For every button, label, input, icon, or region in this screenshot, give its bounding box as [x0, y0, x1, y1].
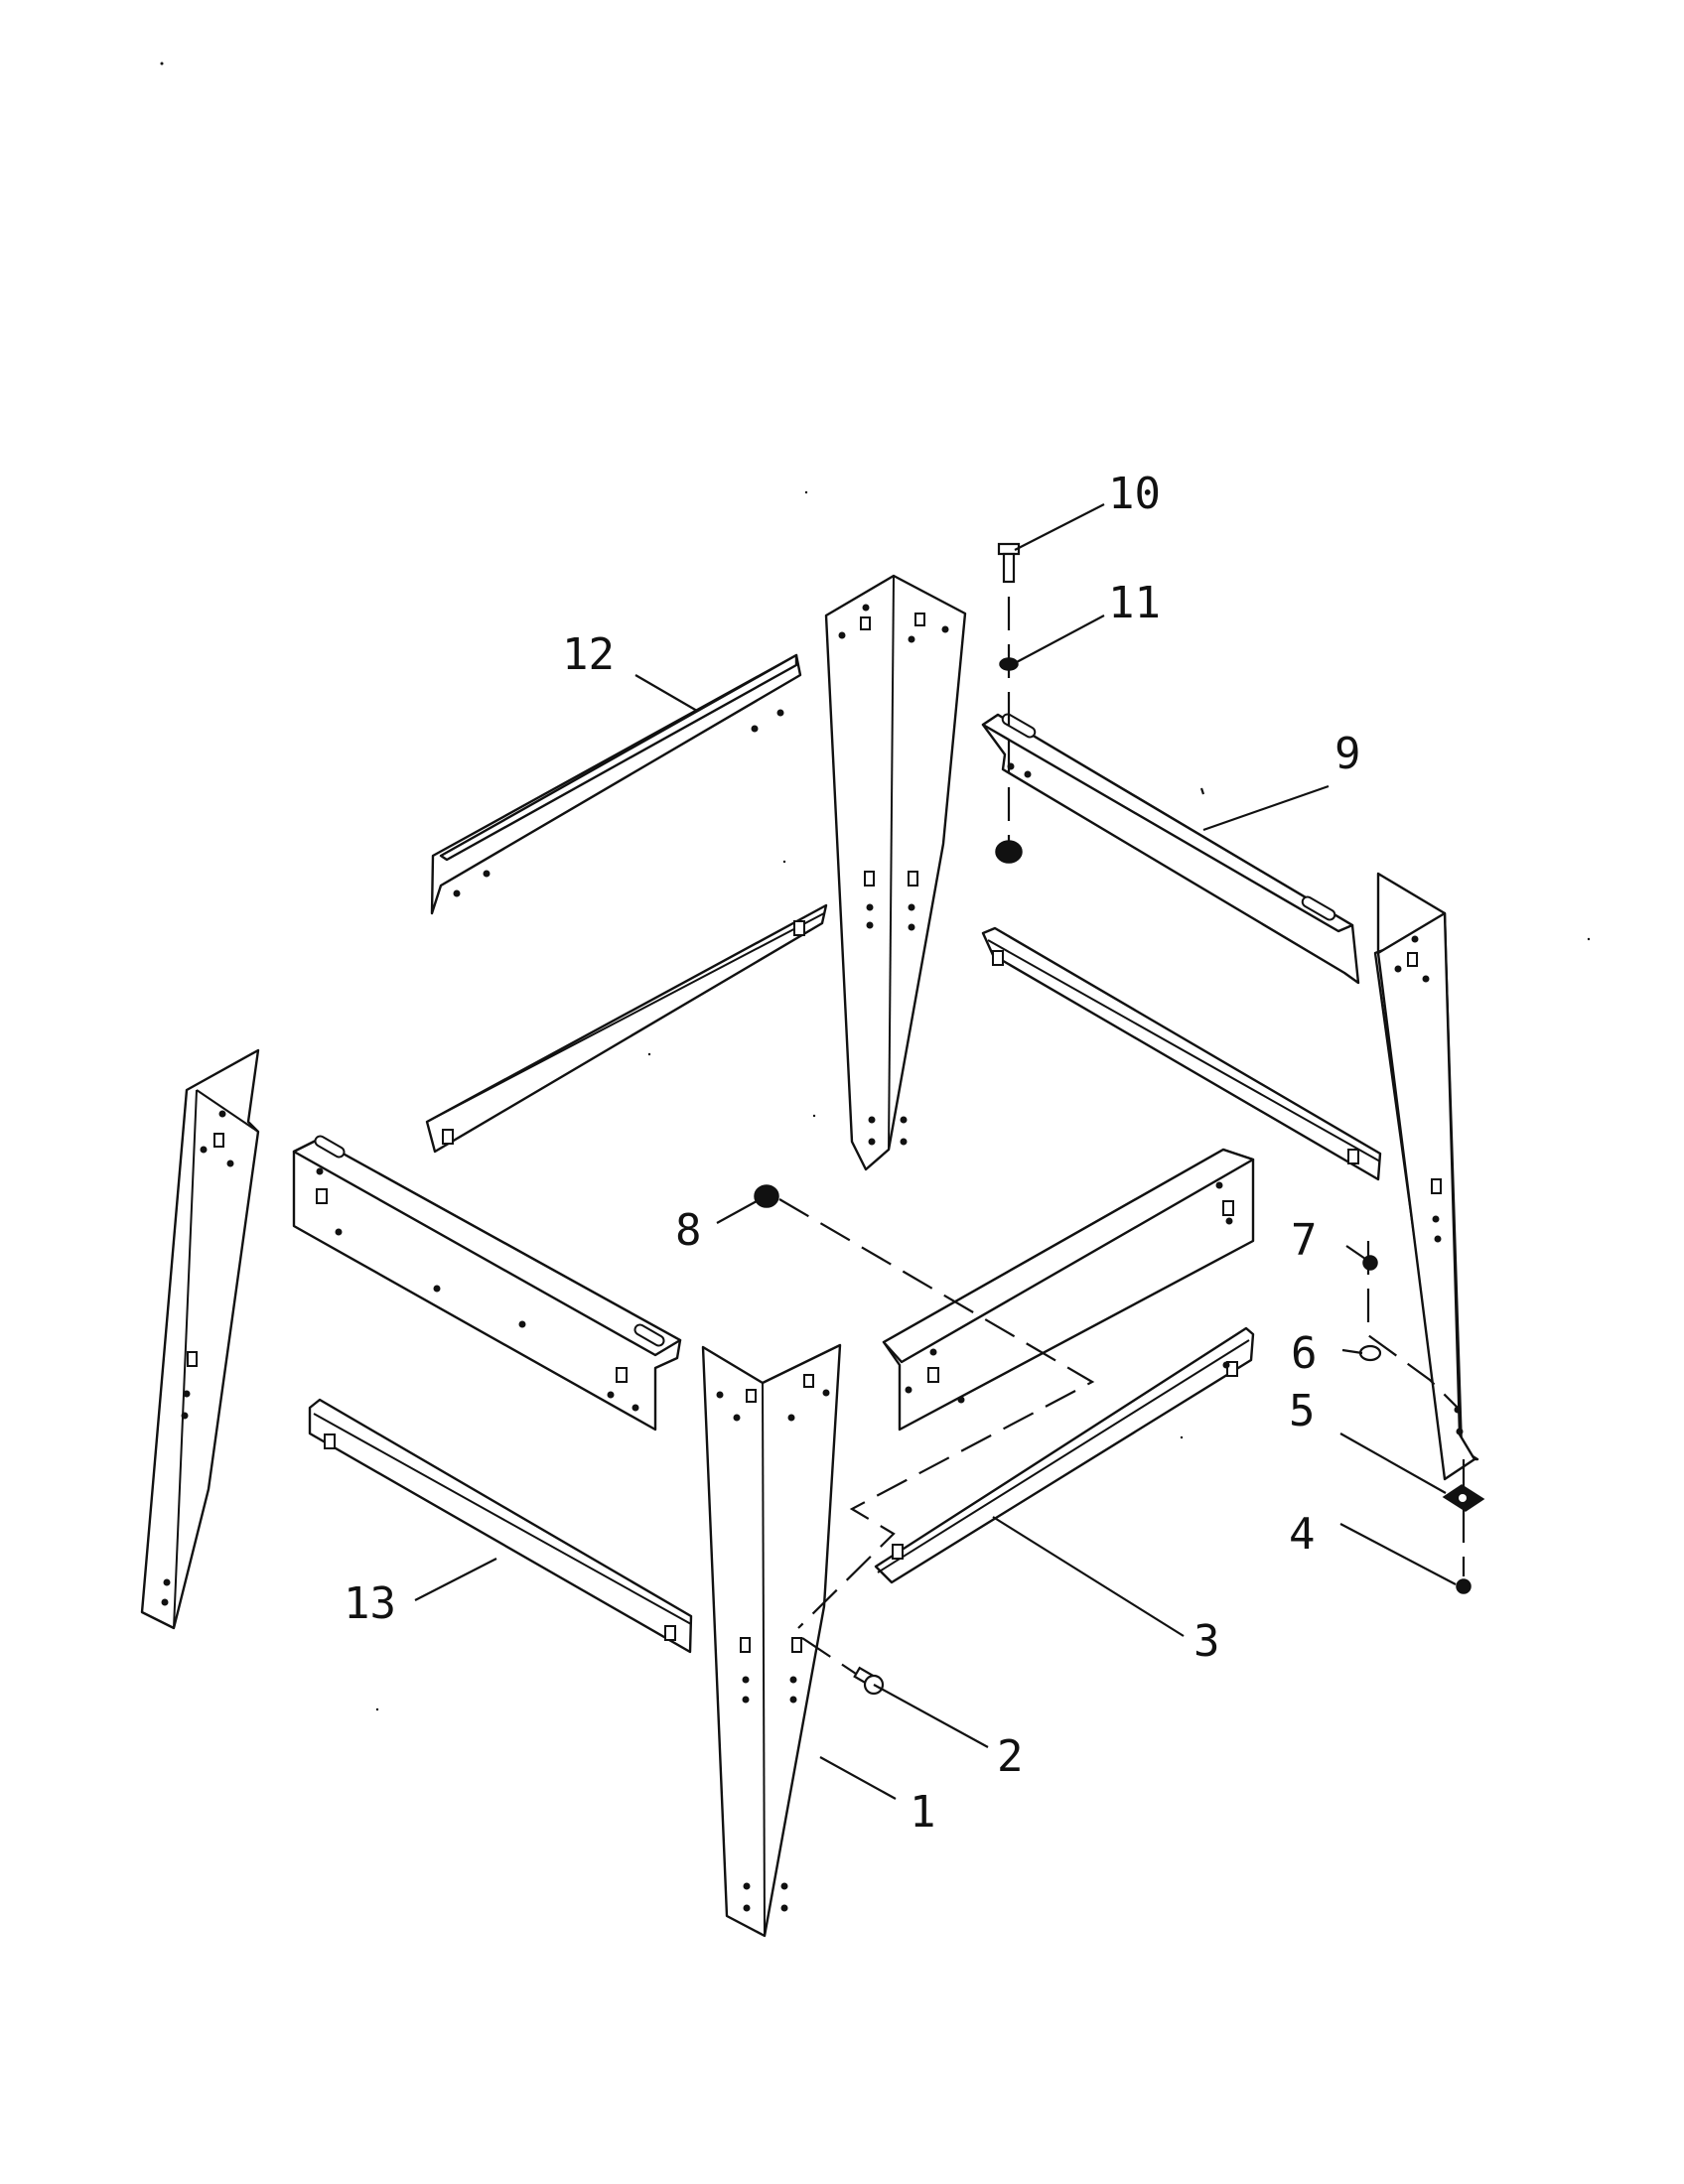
rail-back-left-lower: [425, 903, 828, 1154]
callout-3: 3: [1193, 1616, 1220, 1667]
leg-right: [1373, 872, 1479, 1481]
callout-9: 9: [1334, 729, 1361, 779]
rail-back-right-lower: [981, 926, 1382, 1181]
callout-13: 13: [344, 1578, 396, 1629]
callout-6: 6: [1291, 1328, 1318, 1379]
rail-12: [430, 653, 802, 915]
callout-5: 5: [1289, 1386, 1316, 1436]
leg-left: [140, 1048, 260, 1630]
callout-1: 1: [910, 1787, 936, 1838]
callout-2: 2: [997, 1731, 1024, 1782]
nut-7: [1362, 1255, 1378, 1271]
rail-13: [308, 1398, 693, 1654]
rail-front-right-upper: [882, 1148, 1255, 1432]
leg-front: [701, 1343, 842, 1938]
rail-3: [874, 1326, 1255, 1584]
leg-back: [824, 574, 967, 1171]
plate-5: [1442, 1484, 1485, 1512]
nut-8: [754, 1184, 779, 1208]
scan-specks: [160, 62, 1591, 1711]
washer-6: [1358, 1344, 1382, 1362]
callout-numbers: 1 2 3 4 5 6 7 8 9 10 11 12 13: [344, 469, 1361, 1838]
callout-7: 7: [1291, 1215, 1318, 1266]
callout-12: 12: [562, 629, 615, 680]
callout-4: 4: [1289, 1509, 1316, 1560]
callout-11: 11: [1108, 578, 1161, 628]
callout-8: 8: [675, 1205, 702, 1256]
bolt-2: [853, 1666, 885, 1696]
rail-front-left-upper: [292, 1135, 682, 1432]
screw-4: [1456, 1578, 1472, 1594]
nut-rail-9: [995, 840, 1023, 864]
assembly-lines: [778, 549, 1466, 1679]
rail-9: [981, 713, 1360, 985]
washer-11: [999, 657, 1019, 671]
leader-lines: [414, 503, 1457, 1800]
hardware: [754, 542, 1485, 1696]
callout-10: 10: [1108, 469, 1161, 519]
